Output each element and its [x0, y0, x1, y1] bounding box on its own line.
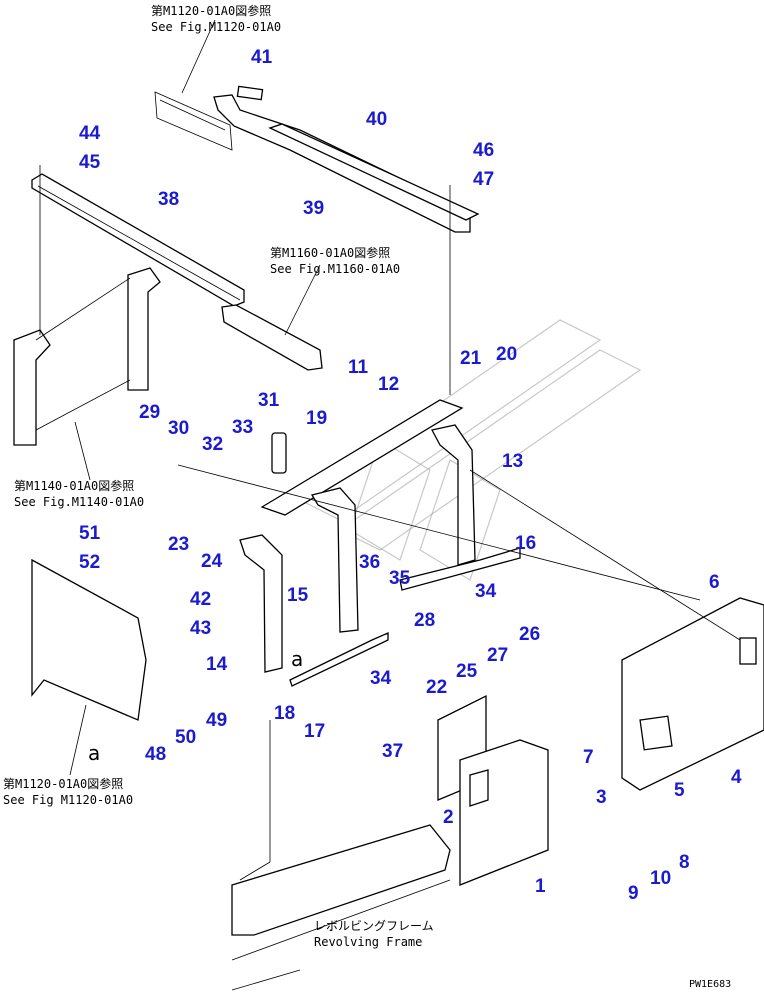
reference-label-bottom: 第M1120-01A0図参照 See Fig M1120-01A0	[3, 776, 133, 807]
side-panels	[437, 694, 549, 886]
svg-text:第M1160-01A0図参照: 第M1160-01A0図参照	[270, 245, 390, 260]
part-number-32: 32	[202, 434, 223, 455]
part-number-14: 14	[206, 654, 228, 675]
part-number-43: 43	[190, 618, 211, 639]
part-number-4: 4	[731, 767, 742, 788]
part-number-29: 29	[139, 402, 160, 423]
part-number-50: 50	[175, 727, 196, 748]
part-number-2: 2	[443, 807, 454, 828]
part-number-26: 26	[519, 624, 540, 645]
part-number-36: 36	[359, 552, 380, 573]
part-number-23: 23	[168, 534, 189, 555]
part-number-27: 27	[487, 645, 508, 666]
part-number-41: 41	[251, 47, 273, 68]
part-number-12: 12	[378, 374, 399, 395]
watermark-logo	[298, 319, 642, 581]
part-number-21: 21	[460, 348, 482, 369]
part-number-11: 11	[348, 357, 369, 378]
part-number-34-lower: 34	[370, 668, 392, 689]
revolving-frame	[231, 720, 451, 991]
right-door-panel	[621, 597, 764, 791]
part-number-17: 17	[304, 721, 325, 742]
part-number-46: 46	[473, 140, 494, 161]
part-number-16: 16	[515, 533, 536, 554]
part-number-20: 20	[496, 344, 517, 365]
part-number-47: 47	[473, 169, 494, 190]
part-number-3: 3	[596, 787, 607, 808]
svg-text:第M1120-01A0図参照: 第M1120-01A0図参照	[3, 776, 123, 791]
part-number-10: 10	[650, 868, 671, 889]
reference-label-m1140: 第M1140-01A0図参照 See Fig.M1140-01A0	[14, 478, 144, 509]
part-number-8: 8	[679, 852, 690, 873]
part-number-19: 19	[306, 408, 327, 429]
revolving-frame-label: レボルビングフレーム Revolving Frame	[314, 919, 434, 949]
part-number-15: 15	[287, 585, 309, 606]
part-number-25: 25	[456, 661, 478, 682]
upper-frame-38	[31, 173, 323, 371]
leader-lines	[39, 19, 741, 931]
part-number-40: 40	[366, 109, 387, 130]
part-number-31: 31	[258, 390, 280, 411]
drawing-code: PW1E683	[689, 979, 731, 990]
center-frame	[239, 399, 521, 687]
svg-text:Revolving Frame: Revolving Frame	[314, 935, 422, 949]
part-number-35: 35	[389, 568, 411, 589]
part-number-9: 9	[628, 883, 639, 904]
section-mark-a-center: a	[291, 647, 303, 671]
part-number-5: 5	[674, 780, 685, 801]
svg-text:See Fig.M1160-01A0: See Fig.M1160-01A0	[270, 262, 400, 276]
part-number-24: 24	[201, 551, 223, 572]
part-number-6: 6	[709, 572, 720, 593]
part-number-38: 38	[158, 189, 179, 210]
part-number-51: 51	[79, 523, 101, 544]
part-number-49: 49	[206, 710, 227, 731]
svg-text:See Fig M1120-01A0: See Fig M1120-01A0	[3, 793, 133, 807]
svg-text:第M1120-01A0図参照: 第M1120-01A0図参照	[151, 3, 271, 18]
svg-text:See Fig.M1140-01A0: See Fig.M1140-01A0	[14, 495, 144, 509]
part-number-39: 39	[303, 198, 324, 219]
part-number-34-upper: 34	[475, 581, 497, 602]
part-number-28: 28	[414, 610, 435, 631]
part-number-45: 45	[79, 152, 101, 173]
part-number-33: 33	[232, 417, 253, 438]
part-number-44: 44	[79, 123, 101, 144]
part-number-13: 13	[502, 451, 523, 472]
svg-text:レボルビングフレーム: レボルビングフレーム	[314, 919, 434, 933]
reference-label-m1160: 第M1160-01A0図参照 See Fig.M1160-01A0	[270, 245, 400, 276]
part-number-18: 18	[274, 703, 295, 724]
svg-text:See Fig.M1120-01A0: See Fig.M1120-01A0	[151, 20, 281, 34]
part-number-48: 48	[145, 744, 166, 765]
reference-label-top: 第M1120-01A0図参照 See Fig.M1120-01A0	[151, 3, 281, 34]
part-number-1: 1	[535, 876, 546, 897]
part-number-42: 42	[190, 589, 211, 610]
part-number-52: 52	[79, 552, 100, 573]
section-mark-a-left: a	[88, 741, 100, 765]
top-rail-assembly	[154, 85, 480, 233]
left-side-frame	[13, 267, 161, 446]
part-number-22: 22	[426, 677, 447, 698]
part-number-37: 37	[382, 741, 403, 762]
svg-text:第M1140-01A0図参照: 第M1140-01A0図参照	[14, 478, 134, 493]
part-number-7: 7	[583, 747, 594, 768]
left-cover-panel	[31, 558, 147, 721]
part-number-30: 30	[168, 418, 189, 439]
